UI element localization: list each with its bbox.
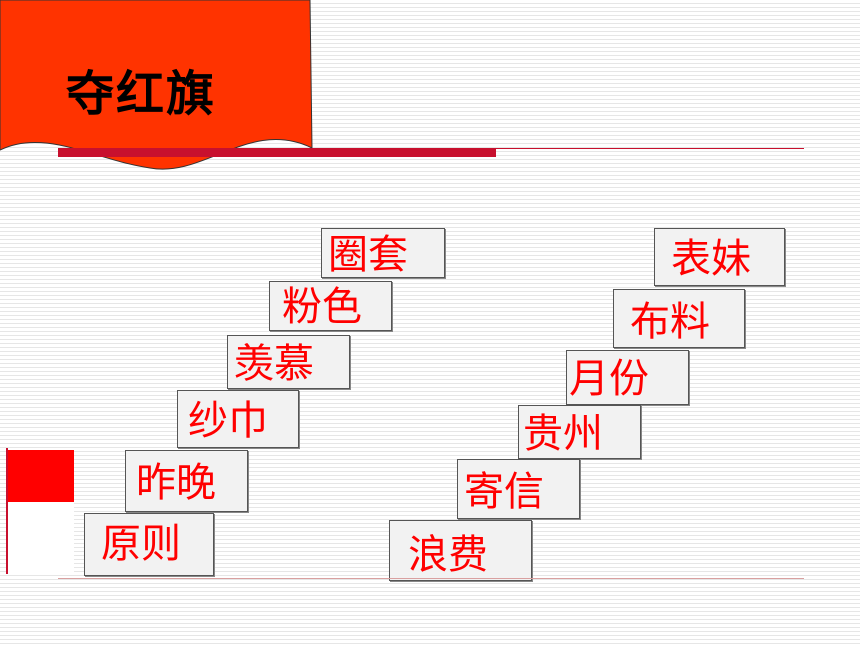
bottom-rule [58, 578, 804, 579]
word-card-jixin[interactable]: 寄信 [457, 459, 580, 519]
title-rule-thick [58, 148, 496, 157]
word-card-biaomei[interactable]: 表妹 [654, 228, 785, 286]
word-card-yuanze[interactable]: 原则 [84, 513, 214, 576]
word-card-xianmu[interactable]: 羡慕 [227, 335, 350, 389]
word-card-shajin[interactable]: 纱巾 [177, 390, 299, 448]
small-red-flag-icon [8, 450, 74, 502]
word-card-yuefen[interactable]: 月份 [566, 350, 689, 405]
word-card-zuowan[interactable]: 昨晚 [125, 450, 248, 512]
word-card-guizhou[interactable]: 贵州 [518, 405, 641, 459]
word-card-buliao[interactable]: 布料 [613, 289, 745, 348]
flag-pole [6, 448, 8, 574]
word-card-quantao[interactable]: 圈套 [321, 228, 445, 278]
page-title: 夺红旗 [66, 66, 217, 122]
red-banner-flag [0, 0, 313, 170]
flag-white-panel [8, 502, 74, 574]
word-card-fense[interactable]: 粉色 [269, 281, 392, 331]
word-card-langfei[interactable]: 浪费 [389, 520, 532, 581]
